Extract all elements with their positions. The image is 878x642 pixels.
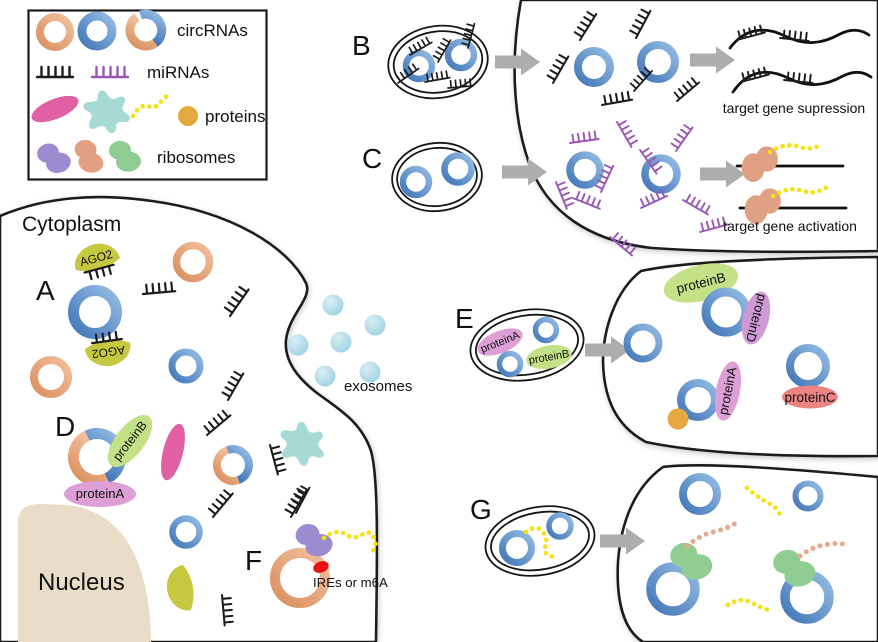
- circrna-orange-ring: [172, 241, 214, 283]
- exosome-vesicle-g: [484, 505, 596, 577]
- legend-protein-chain-icon: [130, 94, 173, 119]
- legend-circrna-twotone-icon: [125, 9, 167, 51]
- pathway-g: G: [470, 473, 851, 624]
- exosome-icon: [330, 331, 352, 353]
- mirna-icon: [90, 330, 123, 345]
- exosomes-label: exosomes: [344, 378, 412, 395]
- legend-label-circrnas: circRNAs: [177, 21, 248, 40]
- circrna-blue-ring: [646, 562, 700, 616]
- section-b-label: B: [352, 30, 371, 61]
- section-a: A AGO2 AGO2: [36, 238, 134, 370]
- circrna-blue-ring: [566, 151, 604, 189]
- nucleus-label: Nucleus: [38, 569, 125, 596]
- pathway-c: C target gene activation: [362, 117, 857, 257]
- circrna-blue-ring: [792, 480, 824, 512]
- circrna-blue-ring: [444, 38, 478, 72]
- pathway-b: B target gene supres: [352, 5, 873, 116]
- circrna-blue-ring: [499, 530, 535, 566]
- circrna-blue-ring: [546, 512, 574, 540]
- peptide-chain-icon: [770, 184, 830, 199]
- recipient-cell-top: [513, 0, 878, 254]
- ire-m6a-label: IREs or m6A: [313, 575, 388, 590]
- circrna-blue-ring: [68, 285, 122, 339]
- protein-pink-icon: [161, 423, 185, 481]
- ago2-complex-bottom: AGO2: [83, 330, 134, 370]
- circrna-blue-ring: [532, 316, 560, 344]
- peptide-chain-icon: [321, 529, 378, 555]
- circrna-blue-ring: [574, 47, 614, 87]
- cytoplasm-contents: [30, 241, 330, 627]
- section-c-label: C: [362, 143, 382, 174]
- circrna-orange-ring: [270, 548, 330, 608]
- circrna-blue-ring: [637, 41, 679, 83]
- protein-b-badge: proteinB: [526, 344, 572, 370]
- target-mrna-suppressed: [728, 23, 871, 50]
- exosome-icon: [287, 334, 309, 356]
- exosome-icon: [322, 294, 344, 316]
- legend-protein-pink-icon: [31, 95, 79, 123]
- circrna-blue-ring: [679, 473, 721, 515]
- circrna-orange-ring: [30, 356, 72, 398]
- cytoplasm-label: Cytoplasm: [22, 213, 121, 236]
- protein-c-badge: proteinC: [782, 385, 838, 409]
- target-gene-active: [738, 184, 848, 224]
- section-e-label: E: [455, 303, 474, 334]
- section-g-label: G: [470, 494, 492, 525]
- peptide-chain-icon: [767, 141, 825, 155]
- target-mrna-suppressed: [731, 65, 873, 94]
- section-d-label: D: [55, 411, 75, 442]
- legend-box: circRNAs miRNAs proteins ribosomes: [27, 9, 268, 181]
- circrna-twotone-ring: [213, 445, 253, 485]
- caption-target-gene-suppression: target gene supression: [723, 100, 865, 116]
- legend-circrna-blue-icon: [77, 11, 117, 51]
- exosome-icon: [364, 314, 386, 336]
- circrna-blue-ring: [402, 49, 436, 83]
- target-gene-active: [735, 141, 845, 182]
- recipient-cell-g: [616, 464, 878, 642]
- protein-a-label: proteinA: [76, 486, 125, 501]
- circrna-blue-ring: [786, 344, 830, 388]
- section-f: F IREs or m6A: [245, 518, 388, 608]
- circrna-blue-ring: [623, 323, 663, 363]
- section-f-label: F: [245, 545, 262, 576]
- legend-protein-orange-icon: [178, 106, 198, 126]
- legend-circrna-orange-icon: [36, 13, 74, 51]
- mirna-icon: [83, 263, 115, 281]
- legend-border: [27, 9, 268, 181]
- protein-c-label: proteinC: [784, 390, 835, 405]
- peptide-chain-icon: [725, 597, 771, 613]
- legend-label-mirnas: miRNAs: [147, 63, 209, 82]
- exosome-icon: [359, 361, 381, 383]
- nascent-peptide-icon: [684, 520, 739, 549]
- ago2-label: AGO2: [91, 343, 126, 362]
- pathway-e: E proteinA proteinB proteinB proteinD: [455, 263, 838, 430]
- translating-circrna: [770, 541, 851, 624]
- nascent-peptide-icon: [797, 541, 851, 559]
- circrna-blue-ring: [168, 348, 204, 384]
- ago2-complex-top: AGO2: [70, 238, 122, 281]
- nucleus-shape: [18, 504, 151, 642]
- peptide-chain-icon: [744, 485, 784, 521]
- circrna-blue-ring: [399, 165, 433, 199]
- protein-orange-icon: [667, 408, 689, 430]
- caption-target-gene-activation: target gene activation: [723, 218, 857, 234]
- circrna-blue-ring: [496, 350, 524, 378]
- exosome-icon: [314, 365, 336, 387]
- legend-label-proteins: proteins: [205, 107, 265, 126]
- peptide-chain-icon: [523, 525, 559, 560]
- legend-label-ribosomes: ribosomes: [157, 148, 235, 167]
- protein-a-badge: proteinA: [64, 481, 136, 507]
- ire-m6a-dot: [313, 561, 329, 573]
- exosomes-group: exosomes: [287, 294, 412, 395]
- circrna-blue-ring: [441, 152, 475, 186]
- section-a-label: A: [36, 275, 55, 306]
- circrna-blue-ring: [169, 515, 203, 549]
- translating-circrna: [646, 520, 739, 616]
